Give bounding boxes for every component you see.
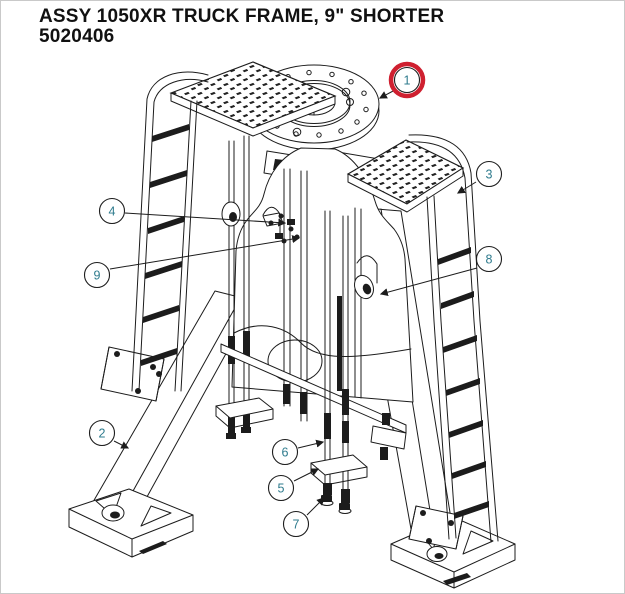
callout-6: 6 [271,438,325,466]
callout-leader-8 [379,267,478,297]
callout-7: 7 [282,497,325,538]
callout-leader-7 [306,497,325,516]
callout-number-3: 3 [486,168,493,182]
callout-number-6: 6 [282,446,289,460]
callout-balloon-8[interactable] [475,245,503,273]
callout-number-8: 8 [486,253,493,267]
callout-number-1: 1 [404,74,411,88]
right-tie-rods [310,210,368,514]
left-platform [169,61,337,137]
callout-1: 1 [378,61,426,99]
right-hinge-bracket [408,505,464,562]
callout-leader-2 [113,440,130,449]
callout-2: 2 [88,419,130,449]
callout-3: 3 [456,160,503,194]
callout-number-5: 5 [278,482,285,496]
callout-balloon-4[interactable] [98,197,126,225]
center-frame-plates [231,147,414,422]
callout-9: 9 [83,235,301,289]
page-title: ASSY 1050XR TRUCK FRAME, 9" SHORTER [39,6,445,27]
callout-balloon-2[interactable] [88,419,116,447]
callout-balloon-5[interactable] [267,474,295,502]
side-shackle [354,274,374,300]
callout-number-9: 9 [94,269,101,283]
callout-leader-3 [456,181,477,194]
callout-leader-6 [297,439,325,449]
callout-number-7: 7 [293,518,300,532]
right-platform [346,139,465,213]
callout-8: 8 [379,245,503,297]
callout-5: 5 [267,468,320,502]
callout-leader-4 [124,212,287,227]
callout-balloon-3[interactable] [475,160,503,188]
right-ladder [406,134,499,543]
part-number: 5020406 [39,26,115,47]
ladder-rungs-right [438,247,489,519]
callout-balloon-1[interactable] [393,66,421,94]
callout-balloon-6[interactable] [271,438,299,466]
highlight-ring [388,61,426,99]
bottom-cross-bar [220,343,407,460]
left-ladder [131,71,209,392]
callout-number-2: 2 [99,427,106,441]
callout-balloon-9[interactable] [83,261,111,289]
left-base-plate [68,488,194,558]
callout-number-4: 4 [109,205,116,219]
ladder-rungs-left [141,124,189,366]
callout-4: 4 [98,197,287,227]
title-block: ASSY 1050XR TRUCK FRAME, 9" SHORTER 5020… [39,7,444,47]
callout-balloon-7[interactable] [282,510,310,538]
callout-leader-1 [378,89,396,99]
callout-leader-9 [109,235,301,270]
callout-layer: 1 2 3 4 5 6 7 8 9 [83,61,503,538]
callout-leader-5 [293,468,320,482]
